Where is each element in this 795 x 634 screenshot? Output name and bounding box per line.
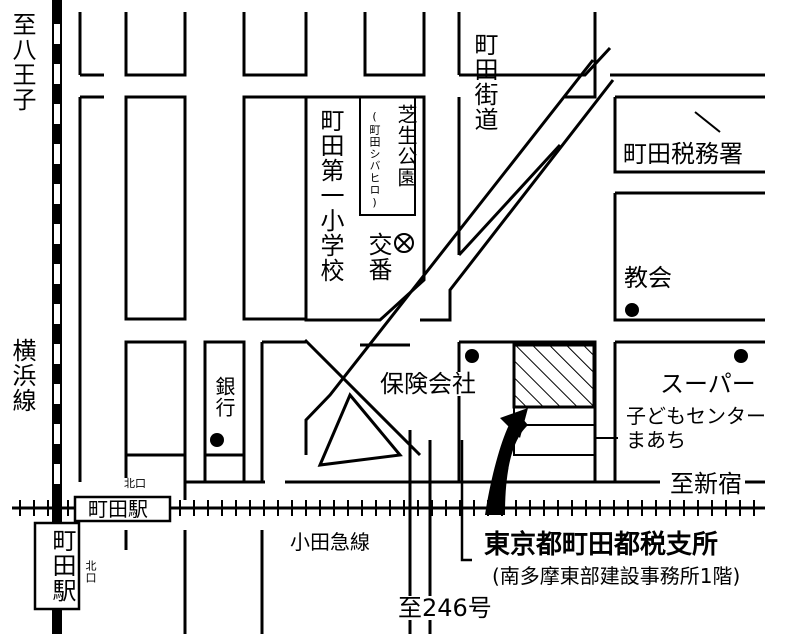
church-block [613, 191, 765, 322]
park-box [359, 96, 416, 216]
machida-station-label: 町田駅 [88, 497, 148, 521]
kaido-road [457, 12, 530, 77]
odakyu-line-label: 小田急線 [290, 530, 370, 554]
leader-line [694, 111, 721, 133]
yokohama-line-label: 横浜線 [8, 338, 36, 413]
road-edge [78, 12, 104, 77]
to-shinjuku-label: 至新宿 [670, 470, 742, 498]
tax-office-label: 町田税務署 [623, 140, 743, 168]
diagonal-road [304, 59, 595, 455]
tax-office-block [613, 95, 765, 174]
kitaguchi-top-label: 北口 [124, 477, 146, 490]
block-outline [124, 340, 187, 457]
church-dot [625, 303, 639, 317]
odakyu-station-box [73, 495, 172, 523]
children-center-name: まあち [626, 428, 686, 452]
target-office-sub-label: (南多摩東部建設事務所1階) [492, 564, 741, 588]
block-outline [459, 340, 597, 482]
road-edge [260, 340, 306, 455]
bank-block [203, 340, 246, 457]
machida-kaido-label: 町田街道 [470, 32, 498, 132]
road-edge [124, 530, 264, 634]
triangle-block [317, 392, 403, 467]
diagonal-road [420, 79, 615, 322]
koban-label: 交番 [364, 232, 392, 282]
block-outline [124, 12, 187, 77]
children-center-label: 子どもセンター [626, 404, 766, 428]
insurance-label: 保険会社 [380, 370, 476, 398]
target-building [512, 343, 596, 409]
odakyu-ties [19, 500, 755, 516]
road-edge [183, 480, 265, 500]
target-arrow-head [500, 408, 528, 438]
school-label: 町田第一小学校 [316, 108, 344, 283]
church-label: 教会 [624, 264, 672, 292]
to-hachioji-label: 至八王子 [8, 12, 36, 112]
yokohama-station-box [33, 521, 81, 611]
insurance-dot [465, 349, 479, 363]
koban-icon [394, 233, 414, 253]
block-outline [242, 12, 308, 77]
right-block [613, 340, 765, 482]
kaido-road [565, 12, 597, 99]
diagonal-road [303, 338, 422, 457]
bank-dot [210, 433, 224, 447]
kaido-road [457, 143, 562, 257]
machida-station-vertical: 町田駅 [48, 528, 76, 603]
block-outline [363, 12, 426, 77]
target-office-label: 東京都町田都税支所 [484, 530, 719, 560]
block-outline [242, 95, 308, 321]
park-sub-label: (町田シバヒロ) [368, 110, 381, 210]
block-outline [124, 95, 187, 321]
kaido-road [530, 46, 612, 77]
park-label: 芝生公園 [394, 104, 418, 188]
target-arrow [485, 412, 528, 515]
to-246-label: 至246号 [398, 594, 492, 622]
road-edge [124, 455, 264, 482]
supermarket-label: スーパー [660, 370, 756, 398]
supermarket-dot [734, 349, 748, 363]
leader-line [460, 440, 472, 562]
kitaguchi-left-label: 北口 [84, 560, 97, 584]
bank-label: 銀行 [212, 376, 236, 418]
